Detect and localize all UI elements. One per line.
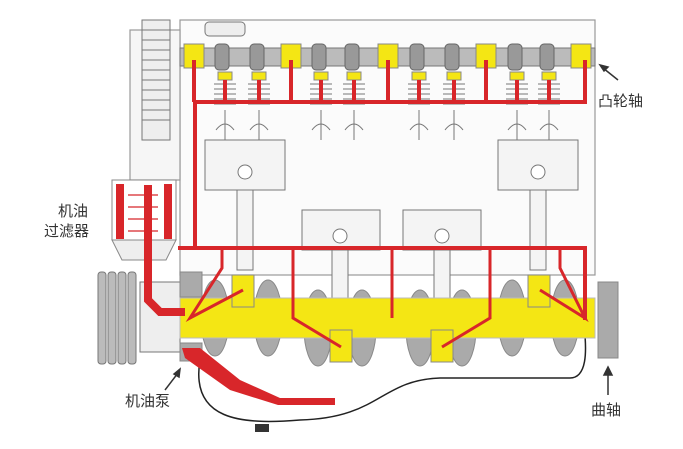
timing-gear [141, 19, 246, 141]
crankshaft [179, 271, 619, 367]
crank-pulley [97, 271, 181, 365]
oil-filter-label-line1: 机油 [58, 202, 89, 220]
oil-pump-label: 机油泵 [125, 392, 171, 410]
oil-passages [144, 60, 589, 349]
oil-filter-label-line2: 过滤器 [44, 222, 90, 240]
pistons [204, 139, 579, 331]
camshaft-label: 凸轮轴 [598, 92, 644, 110]
crankshaft-label: 曲轴 [591, 401, 622, 419]
oil-pickup [182, 348, 335, 405]
oil-pan [198, 334, 587, 423]
label-arrows [164, 63, 619, 395]
